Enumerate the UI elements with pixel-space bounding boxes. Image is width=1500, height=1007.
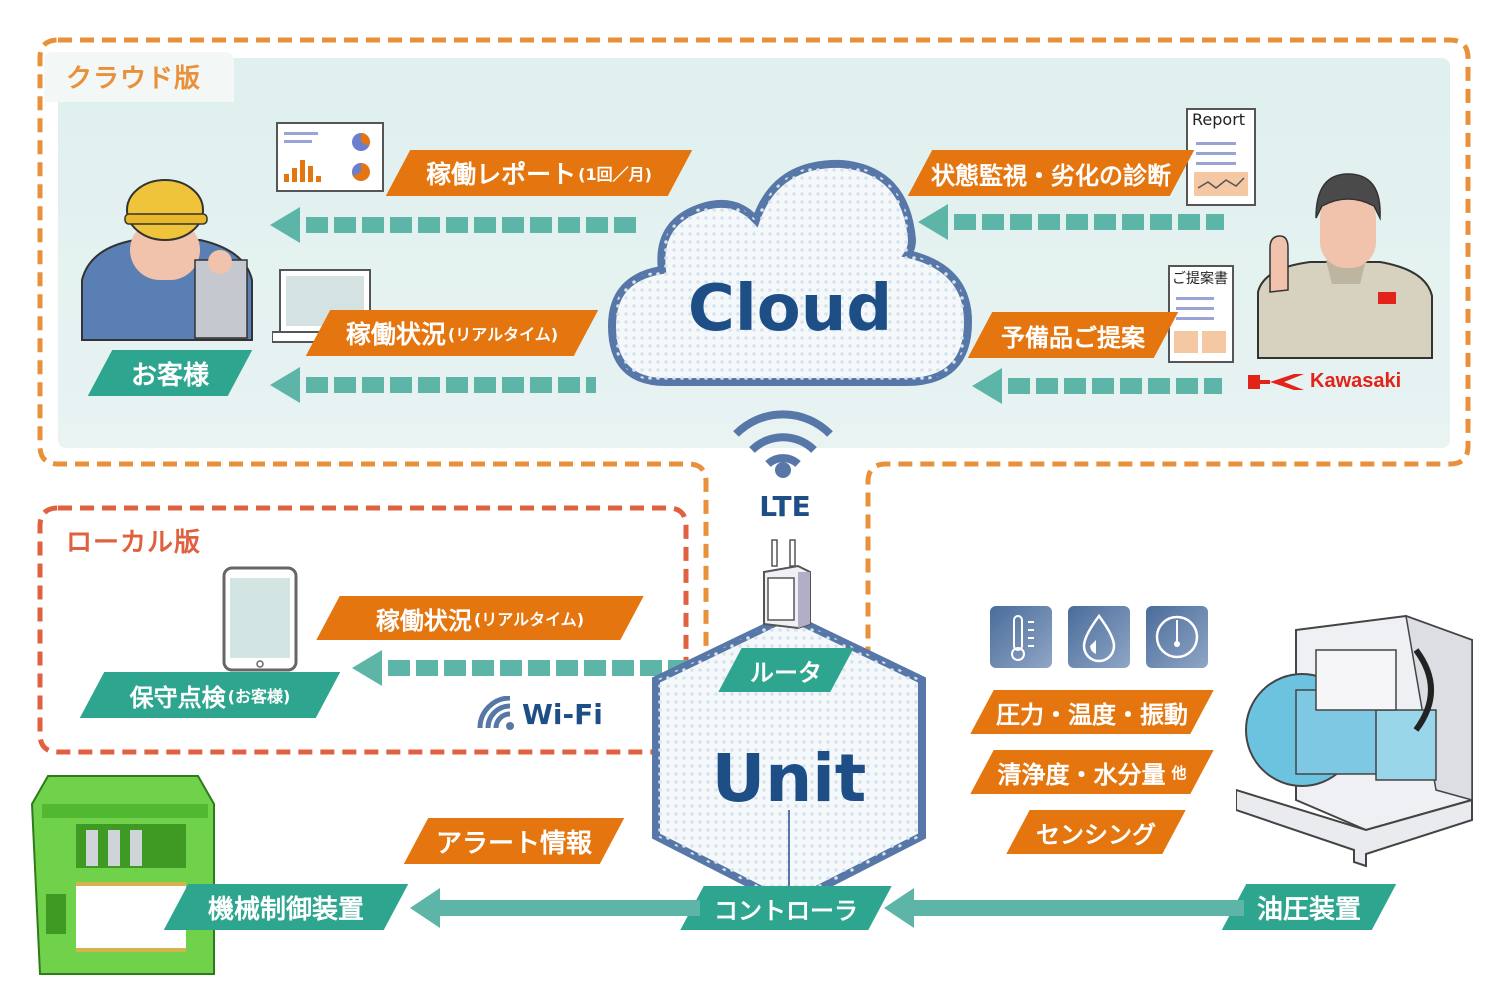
kawasaki-staff-icon xyxy=(1257,173,1433,359)
arrow-dashes xyxy=(306,217,636,233)
press-machine-icon xyxy=(30,775,215,975)
diagnosis-arrow xyxy=(918,204,1224,240)
cloud-label: Cloud xyxy=(687,272,893,346)
proposal-document-icon xyxy=(1168,265,1234,363)
report-dashboard-icon xyxy=(276,122,384,192)
hydraulic-label: 油圧装置 xyxy=(1221,884,1397,930)
monthly-report-arrow xyxy=(270,207,636,243)
report-doc-title: Report xyxy=(1192,110,1246,129)
realtime-status-arrow xyxy=(270,367,596,403)
router-icon xyxy=(763,539,811,630)
wifi-label: Wi-Fi xyxy=(522,697,603,731)
cloud-section-tab xyxy=(44,52,234,102)
machine-control-label: 機械制御装置 xyxy=(163,884,409,930)
customer-label: お客様 xyxy=(87,350,253,396)
kawasaki-logo: Kawasaki xyxy=(1248,370,1401,393)
thermometer-icon xyxy=(990,606,1052,668)
router-label: ルータ xyxy=(718,648,854,692)
kawasaki-river-mark-icon xyxy=(1248,373,1304,390)
water-drop-icon xyxy=(1068,606,1130,668)
local-section-border xyxy=(37,505,689,755)
unit-label: Unit xyxy=(711,740,867,817)
spare-parts-label: 予備品ご提案 xyxy=(967,312,1179,358)
alert-label: アラート情報 xyxy=(403,818,625,864)
wifi-indicator: Wi-Fi xyxy=(476,696,603,732)
local-section-title: ローカル版 xyxy=(66,528,202,558)
wifi-signal-icon xyxy=(733,410,833,478)
hydraulic-to-controller-arrow xyxy=(884,888,1244,928)
wifi-icon xyxy=(477,696,514,730)
cloud-section-title: クラウド版 xyxy=(66,64,202,94)
sensing-line-2: 清浄度・水分量他 xyxy=(970,750,1214,794)
sensing-line-1: 圧力・温度・振動 xyxy=(970,690,1214,734)
proposal-doc-title: ご提案書 xyxy=(1172,271,1228,287)
spare-parts-arrow xyxy=(972,368,1222,404)
hydraulic-unit-icon xyxy=(1236,614,1473,868)
realtime-status-label: 稼働状況(リアルタイム) xyxy=(305,310,599,356)
controller-to-machine-arrow xyxy=(410,888,700,928)
diagnosis-label: 状態監視・劣化の診断 xyxy=(907,150,1195,196)
tablet-icon xyxy=(222,566,298,672)
local-realtime-status-label: 稼働状況(リアルタイム) xyxy=(316,596,644,640)
gauge-icon xyxy=(1146,606,1208,668)
sensing-line-3: センシング xyxy=(1006,810,1186,854)
monthly-report-label: 稼働レポート(1回／月) xyxy=(385,150,693,196)
cloud-shape xyxy=(607,159,973,386)
kawasaki-brand: Kawasaki xyxy=(1310,370,1402,392)
maintenance-label: 保守点検(お客様) xyxy=(79,672,341,718)
report-document-icon xyxy=(1186,108,1256,206)
controller-label: コントローラ xyxy=(680,886,892,930)
lte-label: LTE xyxy=(759,490,811,523)
worker-with-helmet-icon xyxy=(81,179,253,341)
